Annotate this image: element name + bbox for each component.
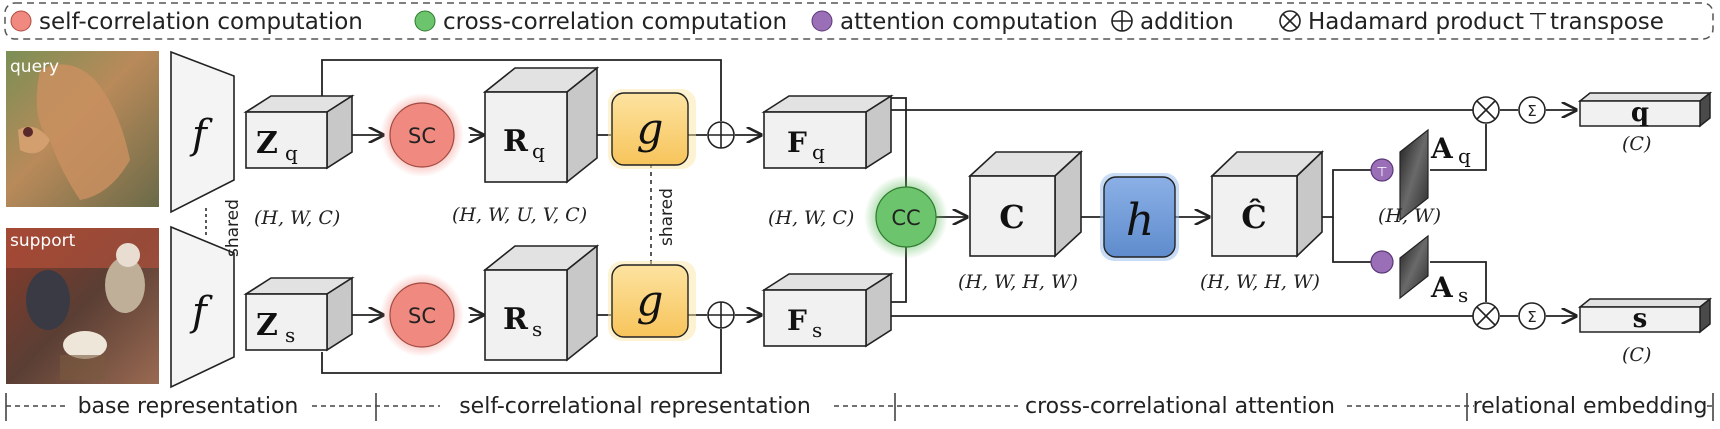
rq-sub: q — [532, 139, 545, 163]
cc-node: CC — [864, 175, 948, 259]
zq-sub: q — [285, 141, 298, 165]
sc-node-support: SC — [380, 273, 464, 357]
stage-base: base representation — [78, 394, 299, 419]
hadamard-node-query — [1472, 96, 1500, 124]
attention-node-query: ⊤ — [1370, 158, 1394, 182]
zs-tensor: Z s — [243, 276, 355, 352]
fq-main: F — [787, 126, 807, 159]
chat-label: Ĉ — [1241, 198, 1266, 236]
connections — [321, 59, 1576, 374]
chat-dims: (H, W, H, W) — [1200, 271, 1320, 293]
cross-correlation-icon — [414, 10, 436, 32]
sc-node-query: SC — [380, 93, 464, 177]
support-encoder: f — [170, 225, 235, 389]
stage-self-correlational: self-correlational representation — [459, 394, 811, 419]
zq-tensor: Z q — [243, 94, 355, 170]
stage-cross-correlational: cross-correlational attention — [1025, 394, 1335, 419]
attention-icon — [811, 10, 833, 32]
legend-transpose: transpose — [1550, 9, 1664, 35]
sum-icon-support: Σ — [1527, 308, 1536, 326]
addition-node-query — [707, 121, 735, 149]
as-map: A s — [1399, 234, 1468, 307]
g-label-query: g — [637, 104, 664, 153]
transpose-node-icon: ⊤ — [1376, 165, 1387, 180]
h-label: h — [1126, 195, 1154, 246]
stage-axis: base representation self-correlational r… — [5, 392, 1714, 421]
attention-node-support — [1370, 250, 1394, 274]
g-module-query: g — [608, 89, 696, 169]
support-label: support — [10, 231, 76, 251]
aq-map: A q — [1399, 128, 1471, 222]
cc-label: CC — [891, 206, 920, 230]
fq-dims: (H, W, C) — [768, 207, 854, 229]
zs-main: Z — [256, 308, 278, 343]
fs-main: F — [787, 304, 807, 337]
legend: self-correlation computation cross-corre… — [4, 2, 1714, 40]
legend-hadamard: Hadamard product — [1308, 9, 1524, 35]
self-correlation-icon — [10, 10, 32, 32]
s-embedding: s — [1577, 297, 1713, 334]
chat-tensor: Ĉ — [1210, 150, 1324, 258]
q-embedding: q — [1577, 91, 1713, 128]
c-label: C — [999, 198, 1024, 236]
rs-main: R — [503, 302, 529, 337]
h-module: h — [1100, 173, 1179, 261]
legend-self-correlation: self-correlation computation — [39, 9, 363, 35]
as-sub: s — [1458, 283, 1468, 307]
s-dims: (C) — [1622, 344, 1651, 366]
addition-icon — [1111, 10, 1133, 32]
c-dims: (H, W, H, W) — [958, 271, 1078, 293]
q-label: q — [1631, 98, 1649, 128]
rq-main: R — [503, 124, 529, 159]
legend-cross-correlation: cross-correlation computation — [443, 9, 787, 35]
sum-icon-query: Σ — [1527, 102, 1536, 120]
encoder-shared-label: shared — [223, 199, 243, 257]
rq-tensor: R q — [482, 66, 600, 184]
aq-main: A — [1430, 132, 1454, 165]
fs-tensor: F s — [761, 272, 894, 348]
sum-node-query: Σ — [1518, 96, 1546, 124]
zq-dims: (H, W, C) — [254, 207, 340, 229]
legend-attention: attention computation — [840, 9, 1098, 35]
rq-dims: (H, W, U, V, C) — [452, 204, 587, 226]
sum-node-support: Σ — [1518, 302, 1546, 330]
g-shared-label: shared — [657, 188, 677, 246]
legend-addition: addition — [1140, 9, 1234, 35]
sc-label-query: SC — [408, 124, 436, 148]
aq-sub: q — [1458, 144, 1471, 168]
rs-sub: s — [532, 317, 542, 341]
sc-label-support: SC — [408, 304, 436, 328]
zs-sub: s — [285, 323, 295, 347]
s-label: s — [1633, 304, 1648, 334]
fq-tensor: F q — [761, 94, 894, 170]
hadamard-icon — [1279, 10, 1301, 32]
as-main: A — [1430, 271, 1454, 304]
stage-relational-embedding: relational embedding — [1473, 394, 1708, 419]
fs-sub: s — [812, 318, 822, 342]
addition-node-support — [707, 301, 735, 329]
rs-tensor: R s — [482, 244, 600, 362]
query-image: query — [6, 51, 159, 207]
g-module-support: g — [608, 261, 696, 341]
c-tensor: C — [967, 150, 1084, 258]
zq-main: Z — [256, 126, 278, 161]
fq-sub: q — [812, 140, 825, 164]
g-label-support: g — [637, 276, 664, 325]
support-image: support — [6, 228, 159, 384]
q-dims: (C) — [1622, 133, 1651, 155]
hadamard-node-support — [1472, 302, 1500, 330]
query-encoder: f — [170, 50, 235, 214]
a-dims: (H, W) — [1378, 205, 1441, 227]
transpose-icon: ⊤ — [1528, 9, 1548, 35]
query-label: query — [10, 57, 59, 77]
legend-border — [4, 2, 1714, 40]
